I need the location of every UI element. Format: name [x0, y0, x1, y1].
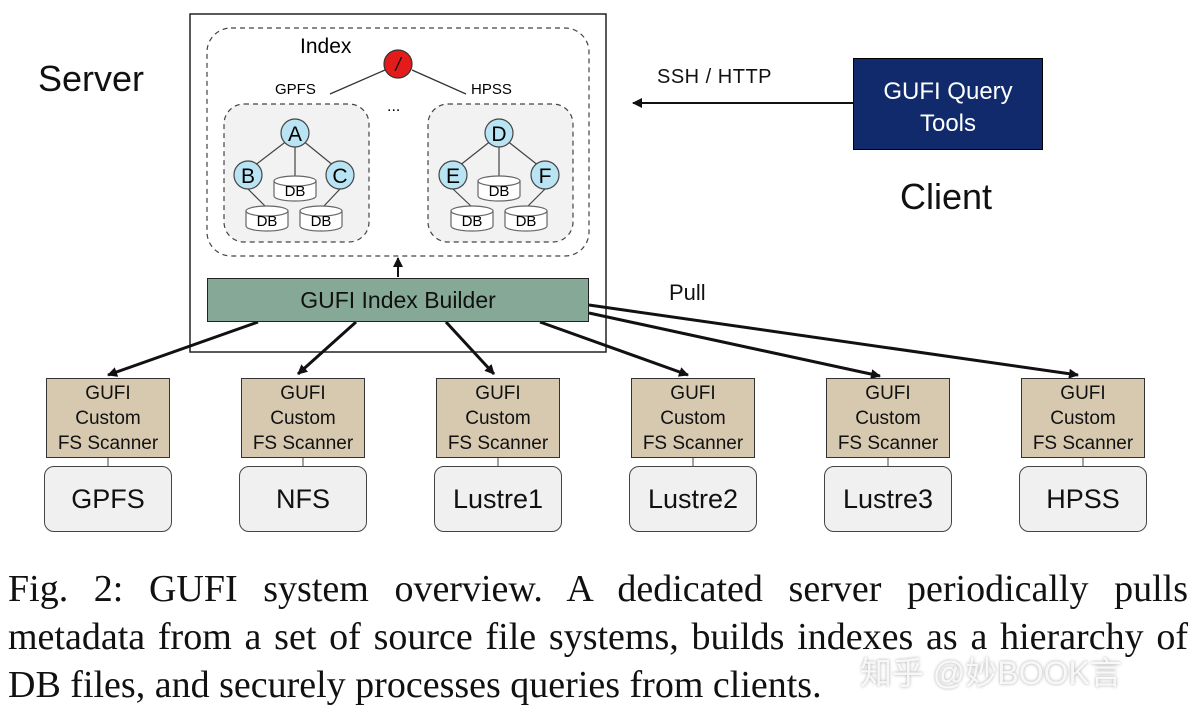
scanner-lustre1: GUFI Custom FS Scanner: [436, 378, 560, 458]
filesystem-lustre2: Lustre2: [629, 466, 757, 532]
scanner-line2: Custom: [855, 408, 921, 429]
node-d-label: D: [491, 123, 506, 146]
svg-text:DB: DB: [462, 213, 483, 230]
scanner-lustre3: GUFI Custom FS Scanner: [826, 378, 950, 458]
pull-arrow-lustre2: [539, 320, 689, 377]
client-label: Client: [900, 176, 993, 217]
filesystem-lustre3: Lustre3: [824, 466, 952, 532]
filesystem-hpss: HPSS: [1019, 466, 1147, 532]
scanner-line3: FS Scanner: [252, 433, 354, 454]
scanner-gpfs: GUFI Custom FS Scanner: [46, 378, 170, 458]
filesystem-nfs: NFS: [239, 466, 367, 532]
edge-c-db: [322, 188, 341, 208]
scanner-line1: GUFI: [670, 383, 716, 404]
pull-arrow-hpss: [588, 303, 1079, 379]
scanner-line3: FS Scanner: [57, 433, 159, 454]
node-e: [438, 160, 468, 190]
db-cylinder-c: DB: [299, 205, 343, 232]
pull-label: Pull: [669, 280, 706, 305]
server-label: Server: [38, 58, 145, 99]
gufi-index-builder-box: GUFI Index Builder: [207, 278, 589, 322]
pull-arrow-gpfs: [107, 320, 259, 377]
scanner-line3: FS Scanner: [447, 433, 549, 454]
edge-b-db: [247, 188, 267, 208]
node-f: [530, 160, 560, 190]
edge-a-c: [301, 139, 335, 167]
scanner-line1: GUFI: [1060, 383, 1106, 404]
svg-text:DB: DB: [257, 213, 278, 230]
node-c-label: C: [332, 165, 347, 188]
ssh-http-label: SSH / HTTP: [657, 66, 773, 88]
node-f-label: F: [539, 165, 552, 188]
query-tools-line1: GUFI Query: [883, 78, 1013, 105]
scanner-line1: GUFI: [865, 383, 911, 404]
pull-arrow-nfs: [296, 320, 358, 376]
node-d: [484, 118, 514, 148]
scanner-line3: FS Scanner: [837, 433, 939, 454]
scanner-line1: GUFI: [280, 383, 326, 404]
scanner-line3: FS Scanner: [642, 433, 744, 454]
scanner-lustre2: GUFI Custom FS Scanner: [631, 378, 755, 458]
edge-a-b: [253, 139, 289, 167]
watermark: 知乎 @妙BOOK言: [860, 655, 1122, 691]
node-b-label: B: [241, 165, 255, 188]
svg-text:DB: DB: [311, 213, 332, 230]
scanner-line1: GUFI: [85, 383, 131, 404]
scanner-line2: Custom: [465, 408, 531, 429]
db-cylinder-a: DB: [273, 175, 317, 202]
scanner-line2: Custom: [660, 408, 726, 429]
scanner-hpss: GUFI Custom FS Scanner: [1021, 378, 1145, 458]
db-cylinder-b: DB: [245, 205, 289, 232]
scanner-nfs: GUFI Custom FS Scanner: [241, 378, 365, 458]
edge-d-e: [458, 139, 493, 167]
ellipsis: ...: [387, 98, 400, 115]
figure-caption: Fig. 2: GUFI system overview. A dedicate…: [8, 568, 1188, 706]
index-label: Index: [300, 35, 352, 58]
hpss-branch-label: HPSS: [471, 81, 512, 98]
db-cylinder-d: DB: [477, 175, 521, 202]
scanner-line2: Custom: [75, 408, 141, 429]
pull-arrow-lustre3: [588, 311, 881, 379]
scanner-line1: GUFI: [475, 383, 521, 404]
svg-text:DB: DB: [489, 183, 510, 200]
svg-text:DB: DB: [285, 183, 306, 200]
gpfs-branch-label: GPFS: [275, 81, 316, 98]
scanner-line3: FS Scanner: [1032, 433, 1134, 454]
filesystem-lustre1: Lustre1: [434, 466, 562, 532]
scanner-line2: Custom: [270, 408, 336, 429]
db-cylinder-e: DB: [450, 205, 494, 232]
hpss-branch-line: [411, 69, 467, 95]
scanner-line2: Custom: [1050, 408, 1116, 429]
edge-f-db: [526, 188, 546, 208]
node-e-label: E: [446, 165, 460, 188]
node-a-label: A: [288, 123, 302, 146]
edge-d-f: [505, 139, 540, 167]
gufi-query-tools-box: GUFI Query Tools: [853, 58, 1043, 150]
root-label: /: [393, 55, 402, 76]
node-c: [325, 160, 355, 190]
node-b: [233, 160, 263, 190]
filesystem-gpfs: GPFS: [44, 466, 172, 532]
node-a: [280, 118, 310, 148]
gpfs-branch-line: [329, 69, 386, 95]
query-tools-line2: Tools: [919, 110, 977, 137]
svg-text:DB: DB: [516, 213, 537, 230]
root-node: [383, 49, 413, 79]
edge-e-db: [452, 188, 473, 208]
db-cylinder-f: DB: [504, 205, 548, 232]
pull-arrow-lustre1: [444, 320, 496, 376]
